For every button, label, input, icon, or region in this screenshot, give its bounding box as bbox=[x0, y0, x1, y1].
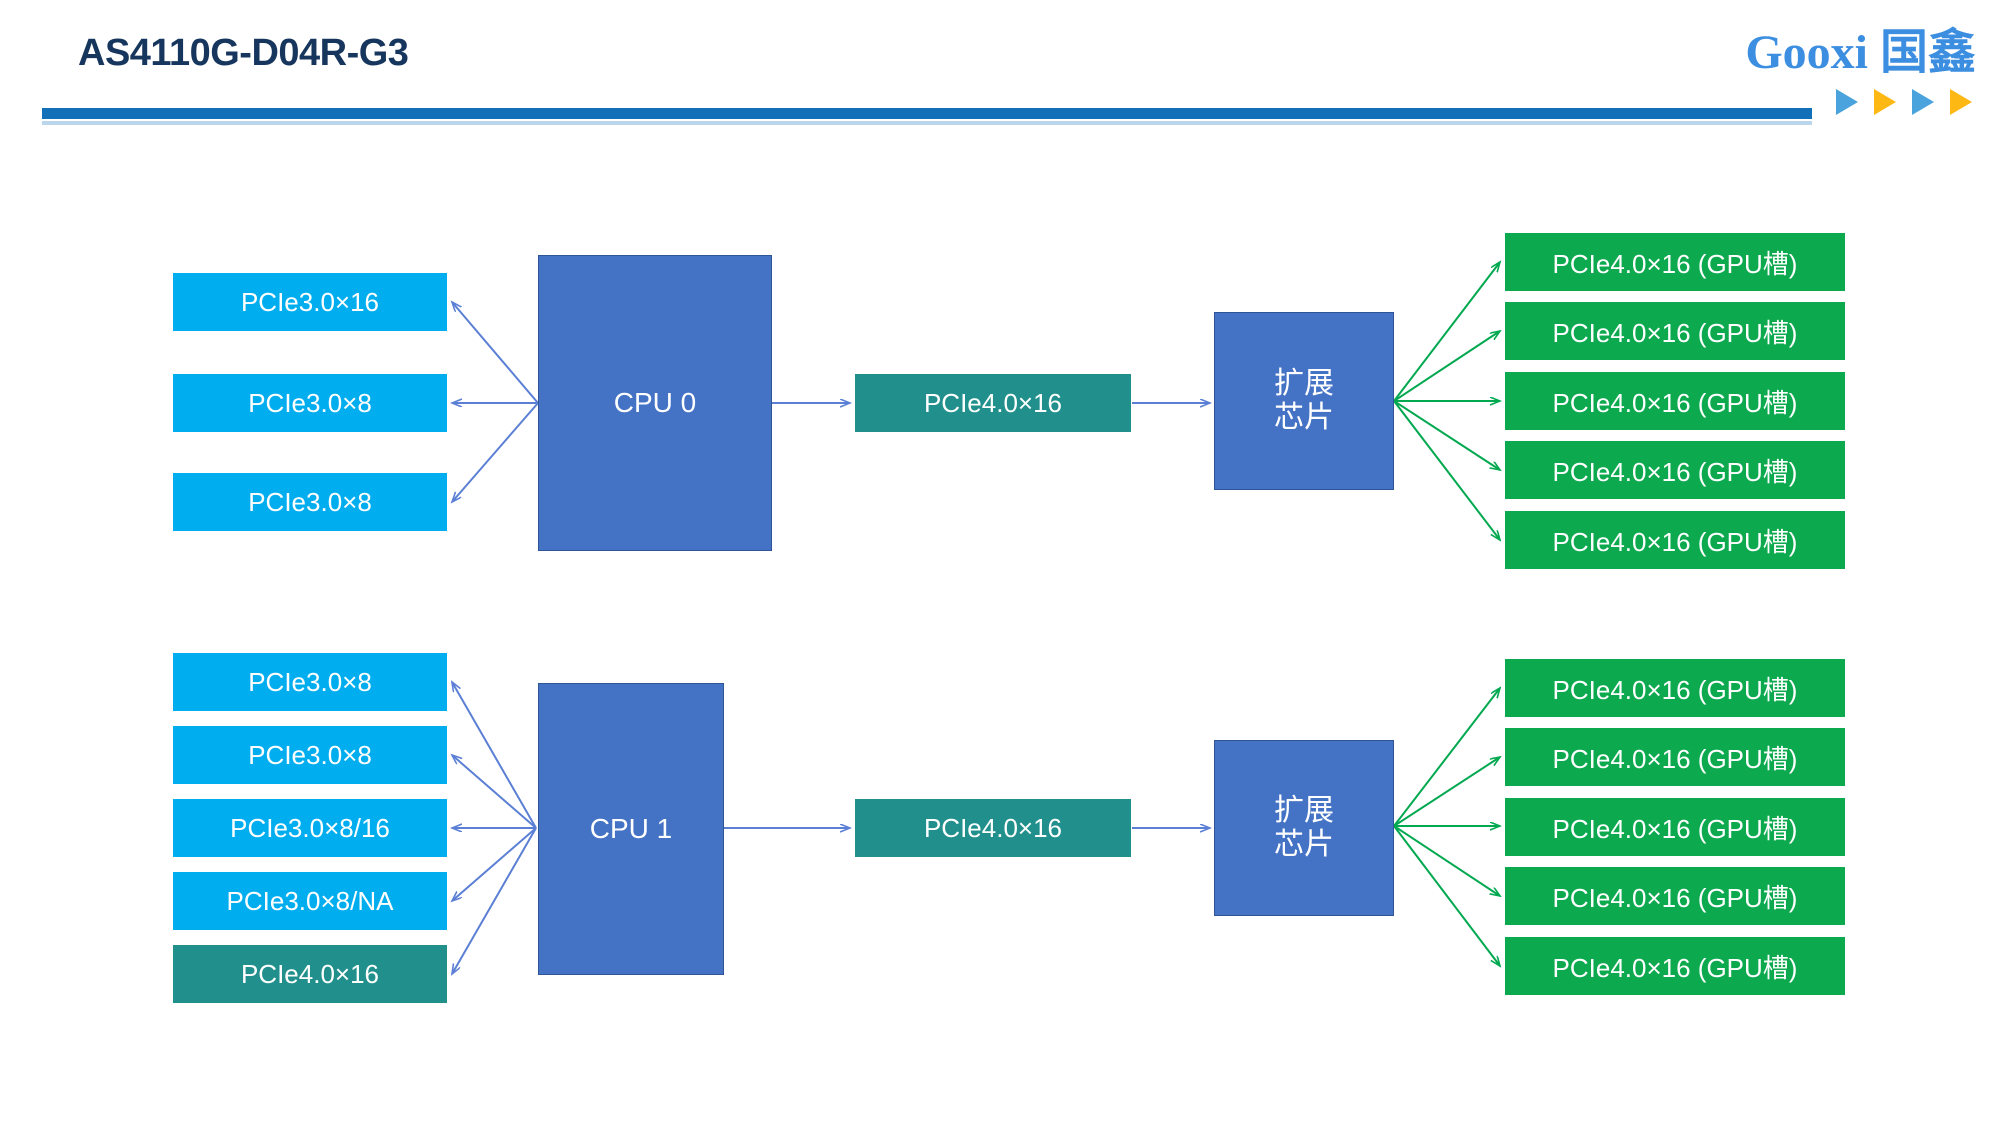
gpu-slot-box[interactable]: PCIe4.0×16 (GPU槽) bbox=[1505, 659, 1845, 717]
triangle-blue-icon bbox=[1836, 89, 1858, 115]
cpu0-block[interactable]: CPU 0 bbox=[538, 255, 772, 551]
header-rule-thick bbox=[42, 108, 1812, 119]
brand-triangles bbox=[1745, 89, 1976, 115]
switch0-gpu-fan bbox=[1393, 262, 1500, 540]
cpu1-left-fan bbox=[452, 682, 537, 974]
pcie-slot-box[interactable]: PCIe3.0×16 bbox=[173, 273, 447, 331]
cpu0-uplink-box[interactable]: PCIe4.0×16 bbox=[855, 374, 1131, 432]
switch0-block[interactable]: 扩展 芯片 bbox=[1214, 312, 1394, 490]
triangle-blue-icon bbox=[1912, 89, 1934, 115]
brand-name-chinese: 国鑫 bbox=[1879, 24, 1976, 80]
gpu-slot-box[interactable]: PCIe4.0×16 (GPU槽) bbox=[1505, 937, 1845, 995]
switch-label-line1: 扩展 bbox=[1274, 366, 1334, 400]
triangle-orange-icon bbox=[1950, 89, 1972, 115]
gpu-slot-box[interactable]: PCIe4.0×16 (GPU槽) bbox=[1505, 867, 1845, 925]
cpu0-left-fan bbox=[452, 302, 539, 502]
gpu-slot-box[interactable]: PCIe4.0×16 (GPU槽) bbox=[1505, 302, 1845, 360]
pcie-slot-box[interactable]: PCIe3.0×8 bbox=[173, 374, 447, 432]
switch-label-line2: 芯片 bbox=[1274, 828, 1334, 861]
pcie-slot-box[interactable]: PCIe3.0×8 bbox=[173, 726, 447, 784]
triangle-orange-icon bbox=[1874, 89, 1896, 115]
gpu-slot-box[interactable]: PCIe4.0×16 (GPU槽) bbox=[1505, 728, 1845, 786]
pcie-slot-box[interactable]: PCIe3.0×8 bbox=[173, 473, 447, 531]
brand-name-latin: Gooxi bbox=[1745, 26, 1868, 79]
gpu-slot-box[interactable]: PCIe4.0×16 (GPU槽) bbox=[1505, 233, 1845, 291]
cpu1-block[interactable]: CPU 1 bbox=[538, 683, 724, 975]
pcie-slot-box[interactable]: PCIe3.0×8/NA bbox=[173, 872, 447, 930]
switch1-block[interactable]: 扩展 芯片 bbox=[1214, 740, 1394, 916]
page-title: AS4110G-D04R-G3 bbox=[78, 32, 409, 74]
switch-label-line1: 扩展 bbox=[1274, 793, 1334, 827]
switch-label-line2: 芯片 bbox=[1274, 401, 1334, 434]
pcie-slot-box[interactable]: PCIe3.0×8 bbox=[173, 653, 447, 711]
header-rule-thin bbox=[42, 121, 1812, 125]
brand-logo-text: Gooxi 国鑫 bbox=[1745, 28, 1976, 77]
switch1-gpu-fan bbox=[1393, 688, 1500, 966]
gpu-slot-box[interactable]: PCIe4.0×16 (GPU槽) bbox=[1505, 372, 1845, 430]
gpu-slot-box[interactable]: PCIe4.0×16 (GPU槽) bbox=[1505, 798, 1845, 856]
pcie-slot-box[interactable]: PCIe4.0×16 bbox=[173, 945, 447, 1003]
cpu1-uplink-box[interactable]: PCIe4.0×16 bbox=[855, 799, 1131, 857]
brand-logo: Gooxi 国鑫 bbox=[1745, 28, 1976, 115]
gpu-slot-box[interactable]: PCIe4.0×16 (GPU槽) bbox=[1505, 511, 1845, 569]
pcie-slot-box[interactable]: PCIe3.0×8/16 bbox=[173, 799, 447, 857]
gpu-slot-box[interactable]: PCIe4.0×16 (GPU槽) bbox=[1505, 441, 1845, 499]
